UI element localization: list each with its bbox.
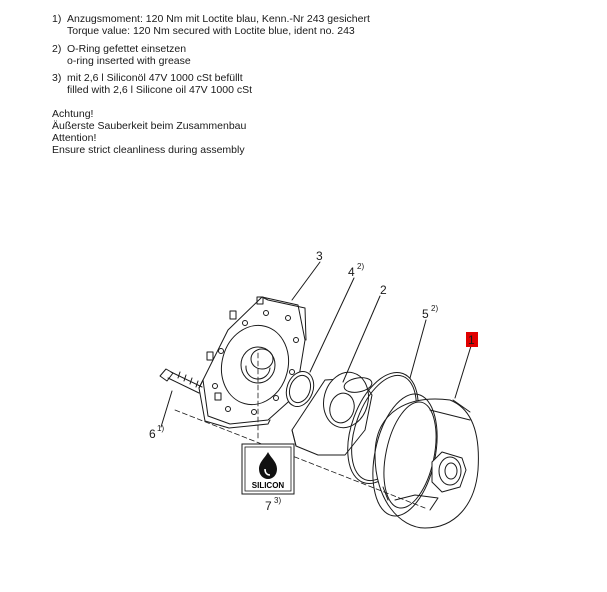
leader-4 — [309, 277, 355, 373]
callout-7-footnote: 3) — [274, 496, 281, 505]
callout-1: 1 — [468, 333, 475, 347]
note-2-number: 2) — [52, 43, 62, 55]
note-3-german: mit 2,6 l Siliconöl 47V 1000 cSt befüllt — [67, 72, 243, 84]
callout-4-footnote: 2) — [357, 262, 364, 271]
callout-2: 2 — [380, 283, 387, 297]
housing — [372, 393, 479, 529]
oil-drop-icon — [259, 452, 277, 479]
leader-1 — [454, 345, 472, 399]
callout-3: 3 — [316, 249, 323, 263]
leader-3 — [291, 261, 321, 301]
callout-6: 6 — [149, 427, 156, 441]
callout-5: 5 — [422, 307, 429, 321]
note-2-german: O-Ring gefettet einsetzen — [67, 43, 187, 55]
assembly-notes: 1) Anzugsmoment: 120 Nm mit Loctite blau… — [52, 13, 472, 163]
silicon-label: SILICON — [252, 481, 285, 490]
silicon-badge: SILICON — [241, 443, 295, 495]
note-1-german: Anzugsmoment: 120 Nm mit Loctite blau, K… — [67, 13, 370, 25]
note-3-number: 3) — [52, 72, 62, 84]
warning-line-4: Ensure strict cleanliness during assembl… — [52, 144, 245, 156]
hub — [291, 371, 373, 456]
callout-7: 7 — [265, 499, 272, 513]
note-3-english: filled with 2,6 l Silicone oil 47V 1000 … — [67, 84, 253, 96]
leader-5 — [409, 319, 427, 379]
callout-4: 4 — [348, 265, 355, 279]
warning-line-3: Attention! — [52, 132, 97, 144]
warning-line-2: Äußerste Sauberkeit beim Zusammenbau — [52, 120, 247, 132]
callout-5-footnote: 2) — [431, 304, 438, 313]
o-ring — [285, 371, 315, 407]
leader-6 — [160, 390, 173, 428]
note-1-english: Torque value: 120 Nm secured with Loctit… — [67, 25, 355, 37]
leader-2 — [342, 295, 381, 383]
warning-line-1: Achtung! — [52, 108, 94, 120]
callout-1-highlight — [466, 332, 478, 347]
note-2-english: o-ring inserted with grease — [67, 55, 191, 67]
note-1-number: 1) — [52, 13, 62, 25]
flange-plate — [198, 296, 307, 429]
bolt — [159, 368, 203, 394]
callout-6-footnote: 1) — [157, 424, 164, 433]
